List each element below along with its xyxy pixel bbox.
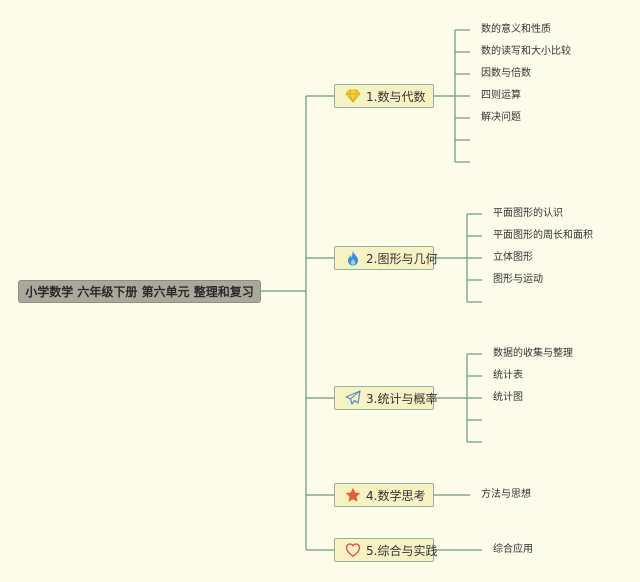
gem-icon [345,88,361,104]
leaf-topic[interactable]: 因数与倍数 [481,68,531,79]
star-icon [345,487,361,503]
leaf-topic[interactable]: 数据的收集与整理 [493,348,573,359]
leaf-topic[interactable]: 图形与运动 [493,274,543,285]
paper-plane-icon [345,390,361,406]
leaf-topic[interactable]: 综合应用 [493,544,533,555]
leaf-topic[interactable]: 方法与思想 [481,489,531,500]
root-topic[interactable]: 小学数学 六年级下册 第六单元 整理和复习 [18,280,261,303]
branch-label: 2.图形与几何 [366,251,438,266]
leaf-topic[interactable]: 统计表 [493,370,523,381]
leaf-topic[interactable]: 四则运算 [481,90,521,101]
leaf-topic[interactable]: 统计图 [493,392,523,403]
branch-synthesis-practice[interactable]: 5.综合与实践 [334,538,438,562]
root-topic-label: 小学数学 六年级下册 第六单元 整理和复习 [25,285,254,299]
branch-math-thinking[interactable]: 4.数学思考 [334,483,434,507]
branch-geometry[interactable]: 2.图形与几何 [334,246,438,270]
branch-label: 5.综合与实践 [366,543,438,558]
leaf-topic[interactable]: 平面图形的周长和面积 [493,230,593,241]
leaf-topic[interactable]: 解决问题 [481,112,521,123]
branch-label: 1.数与代数 [366,89,426,104]
heart-icon [345,542,361,558]
leaf-topic[interactable]: 立体图形 [493,252,533,263]
leaf-topic[interactable]: 数的意义和性质 [481,24,551,35]
branch-statistics-probability[interactable]: 3.统计与概率 [334,386,438,410]
leaf-topic[interactable]: 平面图形的认识 [493,208,563,219]
flame-icon [345,250,361,266]
branch-label: 4.数学思考 [366,488,426,503]
branch-label: 3.统计与概率 [366,391,438,406]
leaf-topic[interactable]: 数的读写和大小比较 [481,46,571,57]
branch-number-algebra[interactable]: 1.数与代数 [334,84,434,108]
